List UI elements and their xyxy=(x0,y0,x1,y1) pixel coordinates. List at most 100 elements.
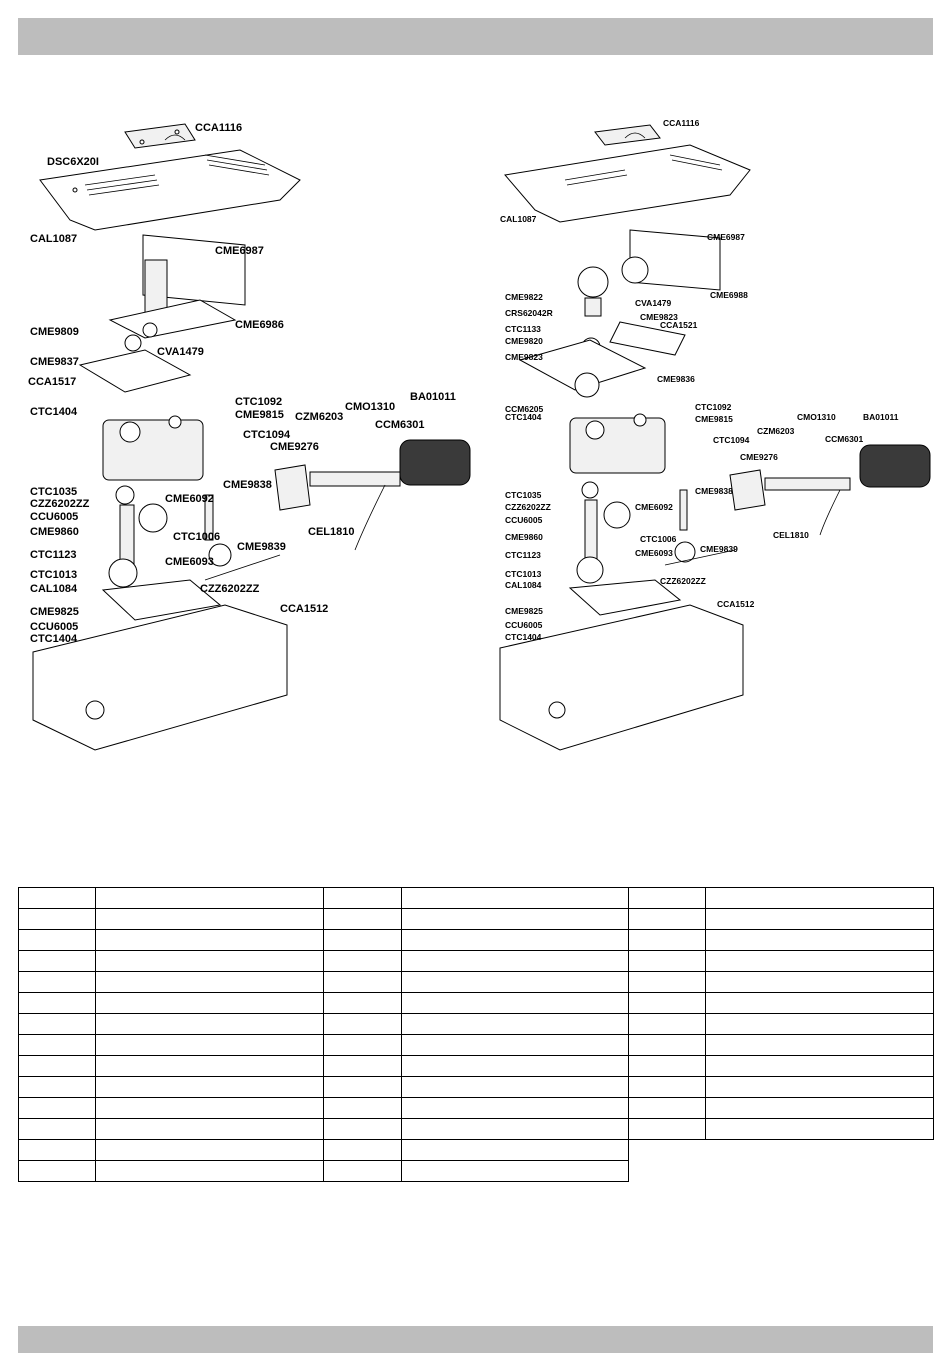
label-ctc1092: CTC1092 xyxy=(695,402,732,412)
table-row xyxy=(628,1118,934,1140)
table-cell xyxy=(323,1160,402,1182)
header-bar xyxy=(18,18,933,55)
label-cme6986: CME6986 xyxy=(235,319,284,331)
label-cme6988: CME6988 xyxy=(710,290,748,300)
label-cme9837: CME9837 xyxy=(30,356,79,368)
table-cell xyxy=(628,908,706,930)
cover-grip-pattern xyxy=(564,154,723,186)
table-cell xyxy=(628,887,706,909)
label-cme9820: CME9820 xyxy=(505,336,543,346)
label-cmo1310: CMO1310 xyxy=(345,401,395,413)
table-cell xyxy=(323,971,402,993)
label-cca1512: CCA1512 xyxy=(717,599,755,609)
label-cme9839: CME9839 xyxy=(700,544,738,554)
motor-ba01011 xyxy=(399,439,471,486)
label-ctc1404-bottom: CTC1404 xyxy=(30,633,78,645)
table-cell xyxy=(18,971,96,993)
table-row xyxy=(18,1139,629,1161)
table-cell xyxy=(95,1055,324,1077)
label-ccu6005-top: CCU6005 xyxy=(505,515,543,525)
table-row xyxy=(628,1055,934,1077)
label-cme6093: CME6093 xyxy=(635,548,673,558)
bearing-ccm6205 xyxy=(574,372,600,398)
table-cell xyxy=(18,950,96,972)
table-cell xyxy=(628,1097,706,1119)
label-ctc1006: CTC1006 xyxy=(640,534,677,544)
table-row xyxy=(18,1160,629,1182)
table-cell xyxy=(401,1055,629,1077)
table-row xyxy=(18,971,629,993)
table-cell xyxy=(705,1034,934,1056)
label-cme6092: CME6092 xyxy=(165,493,214,505)
access-plate-slot xyxy=(164,134,186,141)
table-cell xyxy=(323,1097,402,1119)
table-cell xyxy=(95,908,324,930)
label-cme6987: CME6987 xyxy=(707,232,745,242)
cover-plate xyxy=(504,144,751,223)
table-cell xyxy=(18,887,96,909)
base-cable-hole xyxy=(548,701,566,719)
motor-ba01011 xyxy=(859,444,931,488)
label-ctc1094: CTC1094 xyxy=(243,429,291,441)
label-ctc1404-top: CTC1404 xyxy=(505,412,542,422)
table-cell xyxy=(323,950,402,972)
table-cell xyxy=(323,1118,402,1140)
motor-flange xyxy=(729,469,766,511)
label-cme9822: CME9822 xyxy=(505,292,543,302)
table-cell xyxy=(323,1034,402,1056)
gear-cme9839 xyxy=(674,541,696,563)
label-ccu6005-bottom: CCU6005 xyxy=(505,620,543,630)
label-cva1479: CVA1479 xyxy=(635,298,671,308)
screw-dsc6x20i xyxy=(72,187,78,193)
table-cell xyxy=(401,908,629,930)
exploded-diagram-right: CCA1116 CAL1087 CME6987 CME9822 CME6988 … xyxy=(495,110,945,770)
table-cell xyxy=(401,1160,629,1182)
table-cell xyxy=(18,1034,96,1056)
table-row xyxy=(18,992,629,1014)
table-cell xyxy=(95,971,324,993)
table-cell xyxy=(323,992,402,1014)
label-cme9836: CME9836 xyxy=(657,374,695,384)
access-plate-slot xyxy=(624,132,646,139)
motor-cable xyxy=(819,489,841,536)
table-cell xyxy=(323,1076,402,1098)
table-cell xyxy=(18,992,96,1014)
table-cell xyxy=(18,1055,96,1077)
label-cca1512: CCA1512 xyxy=(280,603,328,615)
table-cell xyxy=(628,929,706,951)
table-cell xyxy=(401,950,629,972)
table-row xyxy=(628,887,934,909)
label-ctc1013: CTC1013 xyxy=(505,569,542,579)
table-cell xyxy=(705,908,934,930)
label-cme6093: CME6093 xyxy=(165,556,214,568)
table-cell xyxy=(705,992,934,1014)
table-cell xyxy=(95,1160,324,1182)
pinion-cme9838 xyxy=(679,489,688,531)
label-cal1087: CAL1087 xyxy=(30,233,77,245)
table-row xyxy=(628,1013,934,1035)
table-cell xyxy=(628,1118,706,1140)
crank-hub xyxy=(142,322,158,338)
bearing-ccu6005 xyxy=(581,481,599,499)
table-cell xyxy=(705,1118,934,1140)
table-row xyxy=(628,950,934,972)
table-cell xyxy=(323,908,402,930)
table-cell xyxy=(628,1034,706,1056)
bearing-ctc1092 xyxy=(168,415,182,429)
table-cell xyxy=(628,1076,706,1098)
label-cme9809: CME9809 xyxy=(30,326,79,338)
table-cell xyxy=(95,992,324,1014)
table-row xyxy=(18,1076,629,1098)
label-cme9860: CME9860 xyxy=(505,532,543,542)
table-cell xyxy=(401,887,629,909)
table-cell xyxy=(705,1097,934,1119)
table-row xyxy=(628,1097,934,1119)
motor-shaft xyxy=(309,471,401,487)
access-plate xyxy=(594,124,661,146)
label-cca1116: CCA1116 xyxy=(195,122,242,134)
crank-arm xyxy=(108,299,237,339)
label-ctc1006: CTC1006 xyxy=(173,531,220,543)
label-cal1087: CAL1087 xyxy=(500,214,537,224)
table-cell xyxy=(705,929,934,951)
label-cca1517: CCA1517 xyxy=(28,376,76,388)
